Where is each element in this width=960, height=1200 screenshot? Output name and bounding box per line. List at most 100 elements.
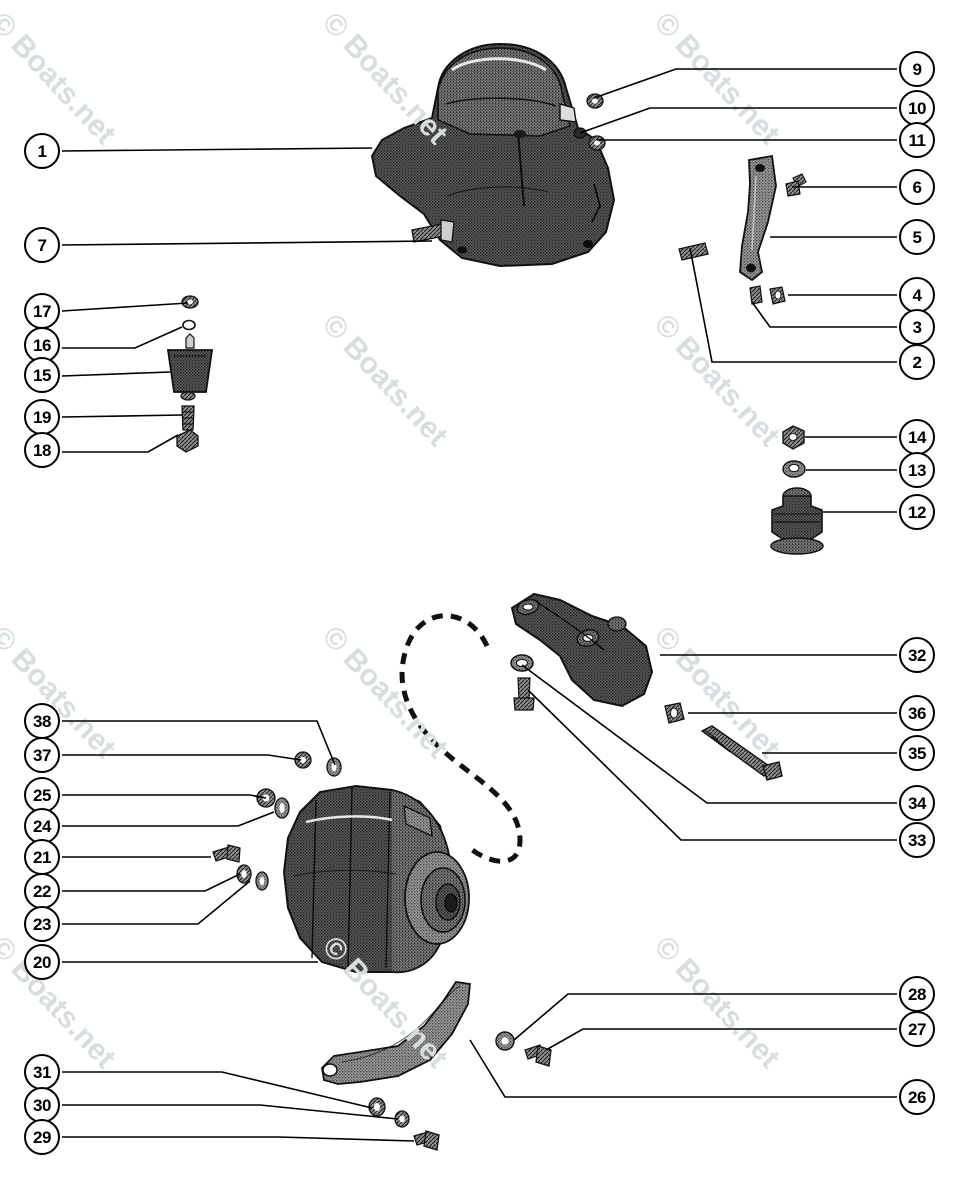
leader-line-28 [513,993,897,1041]
callout-35[interactable]: 35 [899,735,935,771]
callout-30[interactable]: 30 [24,1087,60,1123]
callout-33[interactable]: 33 [899,822,935,858]
starter-hardware-art [573,93,606,151]
callout-32[interactable]: 32 [899,637,935,673]
callout-28[interactable]: 28 [899,976,935,1012]
callout-number: 34 [908,793,926,813]
alternator-art [282,784,470,974]
callout-20[interactable]: 20 [24,944,60,980]
leader-line-37 [62,754,302,761]
callout-number: 6 [912,177,922,197]
callout-11[interactable]: 11 [899,122,935,158]
leader-line-29 [62,1136,415,1142]
starter-drive-art [770,487,824,555]
callout-number: 14 [908,427,926,447]
callout-14[interactable]: 14 [899,419,935,455]
callout-number: 28 [908,984,926,1004]
callout-number: 19 [33,407,51,427]
strap-hardware-art [368,1031,552,1151]
leader-line-15 [61,371,171,377]
leader-line-2 [689,247,897,363]
callout-6[interactable]: 6 [899,169,935,205]
leader-line-33 [527,689,897,841]
callout-36[interactable]: 36 [899,695,935,731]
bracket-spacer-art [664,702,685,724]
leader-line-17 [61,302,189,312]
callout-number: 36 [908,703,926,723]
callout-number: 18 [33,440,51,460]
callout-number: 12 [908,502,926,522]
callout-2[interactable]: 2 [899,344,935,380]
callout-10[interactable]: 10 [899,90,935,126]
callout-number: 1 [37,141,47,161]
callout-number: 37 [33,745,51,765]
callout-23[interactable]: 23 [24,906,60,942]
callout-31[interactable]: 31 [24,1054,60,1090]
support-brace-art [739,154,777,282]
callout-19[interactable]: 19 [24,399,60,435]
callout-27[interactable]: 27 [899,1011,935,1047]
callout-number: 25 [33,785,51,805]
callout-number: 7 [37,235,47,255]
leader-line-19 [61,414,183,418]
callout-25[interactable]: 25 [24,777,60,813]
bracket-hardware-art [510,654,535,711]
callout-number: 13 [908,460,926,480]
callout-22[interactable]: 22 [24,873,60,909]
leader-line-26 [469,1039,897,1098]
callout-number: 33 [908,830,926,850]
callout-29[interactable]: 29 [24,1119,60,1155]
leader-line-18 [62,434,179,453]
callout-number: 30 [33,1095,51,1115]
leader-line-10 [579,107,897,134]
callout-7[interactable]: 7 [24,227,60,263]
callout-5[interactable]: 5 [899,219,935,255]
callout-number: 38 [33,711,51,731]
callout-3[interactable]: 3 [899,309,935,345]
callout-4[interactable]: 4 [899,277,935,313]
alternator-bracket-art [510,592,654,708]
callout-9[interactable]: 9 [899,51,935,87]
callout-37[interactable]: 37 [24,737,60,773]
callout-number: 31 [33,1062,51,1082]
leader-line-30 [62,1104,399,1120]
callout-24[interactable]: 24 [24,808,60,844]
adjusting-strap-art [321,981,471,1085]
callout-number: 17 [33,301,51,321]
callout-21[interactable]: 21 [24,839,60,875]
callout-1[interactable]: 1 [24,133,60,169]
leader-line-22 [62,873,241,892]
callout-number: 9 [912,59,922,79]
callout-number: 24 [33,816,51,836]
leader-line-9 [593,68,897,99]
leader-line-34 [521,664,897,804]
drive-belt-art [399,613,523,864]
callout-18[interactable]: 18 [24,432,60,468]
callout-number: 15 [33,365,51,385]
callout-number: 5 [912,227,922,247]
callout-12[interactable]: 12 [899,494,935,530]
leader-line-23 [62,880,251,925]
brace-bolt-art [785,173,807,197]
callout-number: 10 [908,98,926,118]
starter-motor-art [370,42,616,268]
callout-number: 2 [912,352,922,372]
solenoid-group-art [166,295,214,453]
leader-line-16 [62,326,183,349]
callout-26[interactable]: 26 [899,1079,935,1115]
callout-17[interactable]: 17 [24,293,60,329]
brace-stud-art [678,242,709,261]
callout-number: 29 [33,1127,51,1147]
callout-13[interactable]: 13 [899,452,935,488]
brace-hardware-art [749,285,786,305]
callout-15[interactable]: 15 [24,357,60,393]
callout-34[interactable]: 34 [899,785,935,821]
leader-line-25 [62,794,267,799]
callout-number: 26 [908,1087,926,1107]
callout-38[interactable]: 38 [24,703,60,739]
callout-number: 21 [33,847,51,867]
leader-line-24 [62,811,275,827]
